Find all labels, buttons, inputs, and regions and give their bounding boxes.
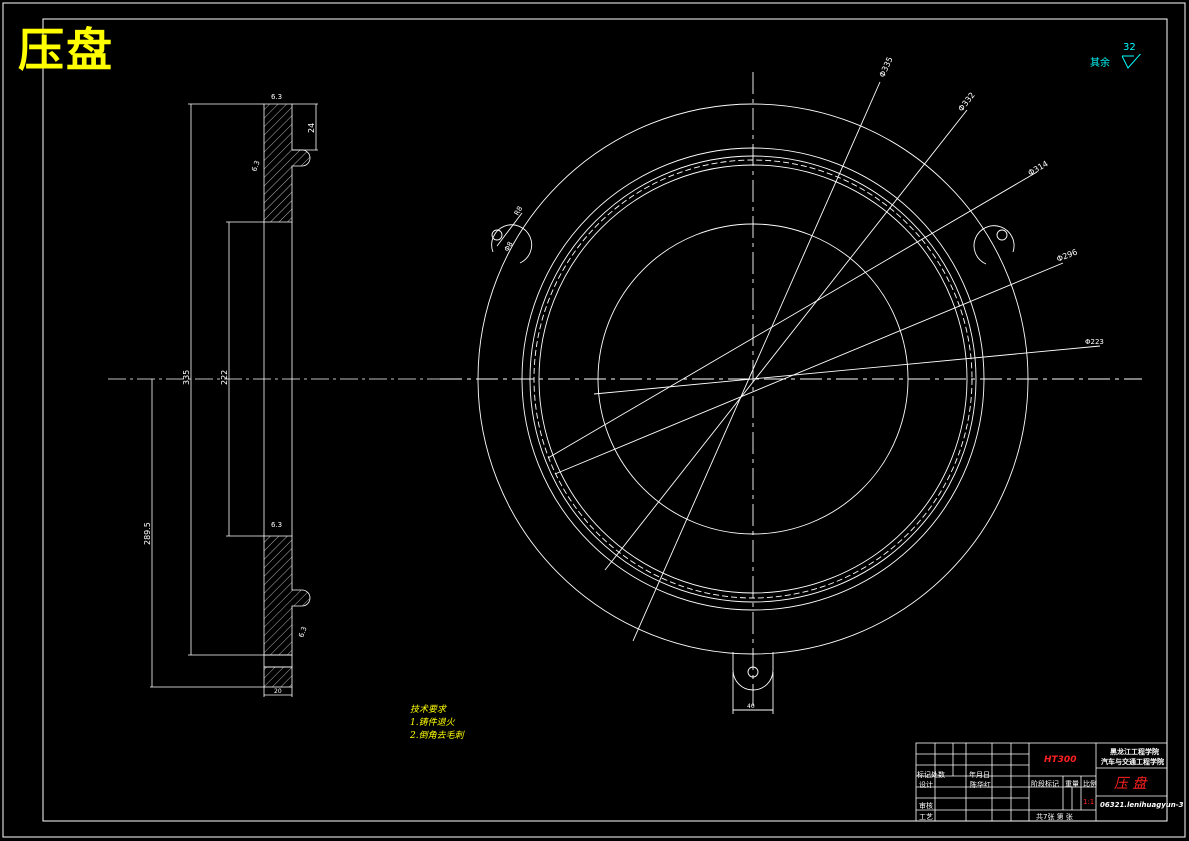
technical-requirements: 技术要求 1.铸件退火 2.倒角去毛刺 <box>410 704 464 743</box>
dim-335: 335 <box>182 370 191 385</box>
label-stage: 阶段标记 <box>1031 780 1059 788</box>
dim-24: 24 <box>307 123 316 133</box>
front-view <box>440 72 1142 714</box>
sheets: 共7张 第 张 <box>1036 813 1073 821</box>
dia-223: Φ223 <box>1085 338 1104 346</box>
tech-req-heading: 技术要求 <box>410 705 447 715</box>
inner-frame <box>42 18 1168 822</box>
rough-4: 6.3 <box>297 625 308 638</box>
drawing-number: 06321.lenihuagyun-3 <box>1100 801 1184 809</box>
label-ratio: 比例 <box>1083 780 1097 788</box>
roughness-check-icon <box>1122 54 1142 69</box>
roughness-text: 其余 <box>1090 58 1110 69</box>
label-weight: 重量 <box>1065 780 1079 788</box>
dim-20: 20 <box>274 688 282 695</box>
lug-hole: Φ8 <box>503 240 515 253</box>
scale-value: 1:1 <box>1083 798 1095 806</box>
tech-req-item-2: 2.倒角去毛刺 <box>410 731 464 741</box>
side-section-view <box>108 103 440 697</box>
dim-222: 222 <box>220 370 229 385</box>
title-block-grid <box>915 742 1168 822</box>
lug-width: 40 <box>747 703 755 710</box>
label-process: 工艺 <box>919 813 933 821</box>
school-line-2: 汽车与交通工程学院 <box>1101 758 1164 766</box>
roughness-value: 32 <box>1123 42 1136 53</box>
rough-2: 6.3 <box>250 159 261 172</box>
label-mark: 标记处数 <box>917 771 945 779</box>
rough-3: 6.3 <box>271 521 282 529</box>
dia-296: Φ296 <box>1055 247 1078 263</box>
part-name: 压 盘 <box>1114 776 1147 792</box>
label-review: 审核 <box>919 802 933 810</box>
material-label: HT300 <box>1044 755 1077 765</box>
designer-name: 陈华红 <box>970 781 991 789</box>
lug-radius: R8 <box>513 205 525 217</box>
school-line-1: 黑龙江工程学院 <box>1110 748 1159 756</box>
roughness-symbol: 其余 32 <box>1090 42 1150 70</box>
drawing-title: 压盘 <box>18 23 114 77</box>
dia-314: Φ314 <box>1027 159 1050 178</box>
rough-1: 6.3 <box>271 93 282 101</box>
tech-req-item-1: 1.铸件退火 <box>410 718 455 728</box>
label-design: 设计 <box>919 781 933 789</box>
side-view-dimension-text: 335 222 289.5 24 20 6.3 6.3 6.3 6.3 <box>143 93 316 695</box>
dia-335: Φ335 <box>878 55 895 78</box>
dim-289-5: 289.5 <box>143 522 152 545</box>
sign-date: 年月日 <box>969 771 990 779</box>
